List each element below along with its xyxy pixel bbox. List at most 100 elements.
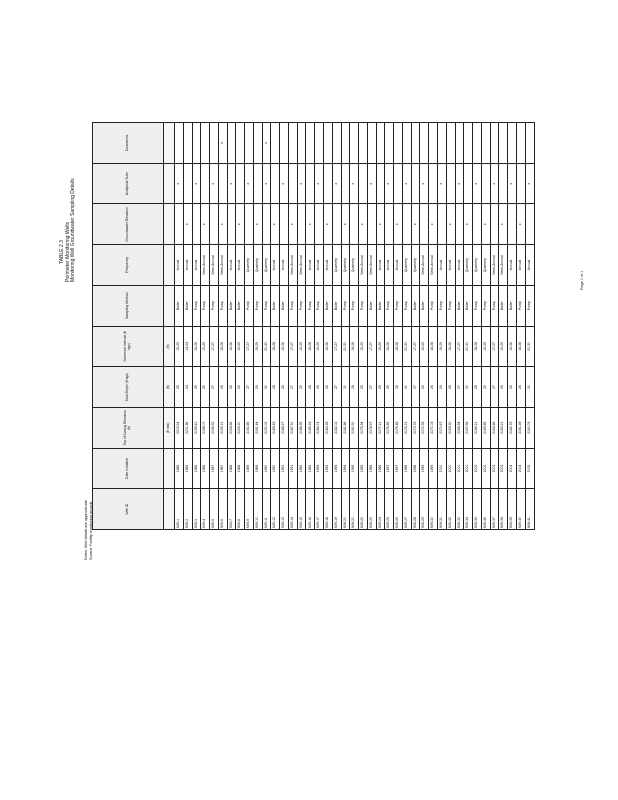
table-cell [227, 204, 236, 245]
table-cell: 17-27 [332, 326, 342, 367]
table-cell: 1998 [402, 448, 412, 489]
table-cell: 2160.03 [525, 407, 535, 449]
table-cell: 2194.66 [227, 407, 236, 449]
table-cell [455, 122, 464, 164]
table-cell [297, 204, 306, 245]
table-cell [323, 163, 333, 204]
table-cell: 2001 [463, 448, 473, 489]
table-cell: 2002 [472, 448, 482, 489]
table-cell: 1992 [297, 448, 306, 489]
table-cell: Bailer [323, 285, 333, 327]
table-cell: 27 [209, 366, 219, 408]
table-cell: 16-26 [323, 326, 333, 367]
table-cell: 2192.85 [244, 407, 254, 449]
column-header: Total Depth (ft bgs) [92, 366, 164, 408]
table-cell: 16-26 [227, 326, 236, 367]
table-cell: 19-29 [253, 326, 263, 367]
table-cell: 30 [341, 366, 350, 408]
table-cell: x [428, 204, 438, 245]
well-id-cell: MW-35 [472, 488, 482, 530]
table-cell: 2187.91 [288, 407, 298, 449]
table-cell: Annual [305, 244, 315, 286]
table-cell: 1989 [244, 448, 254, 489]
table-cell: x [183, 204, 193, 245]
table-cell: Pump [288, 285, 298, 327]
table-cell: 15-25 [358, 326, 368, 367]
table-cell [376, 163, 385, 204]
table-cell [490, 204, 499, 245]
table-cell: 2175.48 [393, 407, 403, 449]
well-id-cell: MW-4 [200, 488, 210, 530]
table-cell: Bailer [498, 285, 508, 327]
table-cell: Annual [323, 244, 333, 286]
table-cell: 1991 [279, 448, 289, 489]
table-cell [183, 163, 193, 204]
table-cell [270, 122, 280, 164]
table-cell: 1992 [305, 448, 315, 489]
table-cell: 28 [218, 366, 228, 408]
well-id-cell: MW-11 [262, 488, 271, 530]
table-cell [253, 163, 263, 204]
table-cell: 27 [244, 366, 254, 408]
table-cell: Annual [183, 244, 193, 286]
column-subheader: (ft msl) [163, 407, 175, 449]
table-cell [253, 122, 263, 164]
table-cell [498, 122, 508, 164]
table-cell: Annual [437, 244, 447, 286]
table-cell: 26 [323, 366, 333, 408]
table-cell: 2179.94 [358, 407, 368, 449]
table-cell: x [270, 204, 280, 245]
table-cell: Quarterly [481, 244, 491, 286]
table-cell: 29 [437, 366, 447, 408]
table-cell: 20-30 [341, 326, 350, 367]
table-cell: Bailer [463, 285, 473, 327]
title-line: Monitoring Well Groundwater Sampling Det… [70, 178, 77, 282]
table-cell: 2174.12 [402, 407, 412, 449]
table-cell: Semi-Annual [428, 244, 438, 286]
table-cell [349, 122, 359, 164]
table-cell [516, 122, 526, 164]
table-cell: Semi-Annual [288, 244, 298, 286]
table-cell: x [244, 163, 254, 204]
column-header: Groundwater Elevation [92, 204, 164, 245]
table-cell: x [209, 163, 219, 204]
table-cell [288, 163, 298, 204]
table-cell: Bailer [507, 285, 517, 327]
table-cell: 15-25 [200, 326, 210, 367]
table-cell: 19-29 [437, 326, 447, 367]
table-cell: 1986 [192, 448, 201, 489]
table-cell: Pump [200, 285, 210, 327]
table-cell [341, 163, 350, 204]
table-cell: Pump [516, 285, 526, 327]
table-cell [472, 122, 482, 164]
table-cell [358, 122, 368, 164]
well-id-cell: MW-34 [463, 488, 473, 530]
table-cell [209, 122, 219, 164]
table-cell [481, 163, 491, 204]
table-cell [463, 122, 473, 164]
table-cell: 27 [332, 366, 342, 408]
column-header: Top of Casing Elevation (ft) [92, 407, 164, 449]
table-cell: x [525, 163, 535, 204]
table-cell: 1987 [209, 448, 219, 489]
table-cell: x [200, 204, 210, 245]
table-cell [209, 204, 219, 245]
table-cell: 2185.18 [305, 407, 315, 449]
table-cell: 2170.67 [437, 407, 447, 449]
column-header: Screened Interval (ft bgs) [92, 326, 164, 367]
table-cell: Pump [472, 285, 482, 327]
table-cell: Quarterly [244, 244, 254, 286]
table-cell: x [411, 204, 420, 245]
table-cell: 28 [393, 366, 403, 408]
